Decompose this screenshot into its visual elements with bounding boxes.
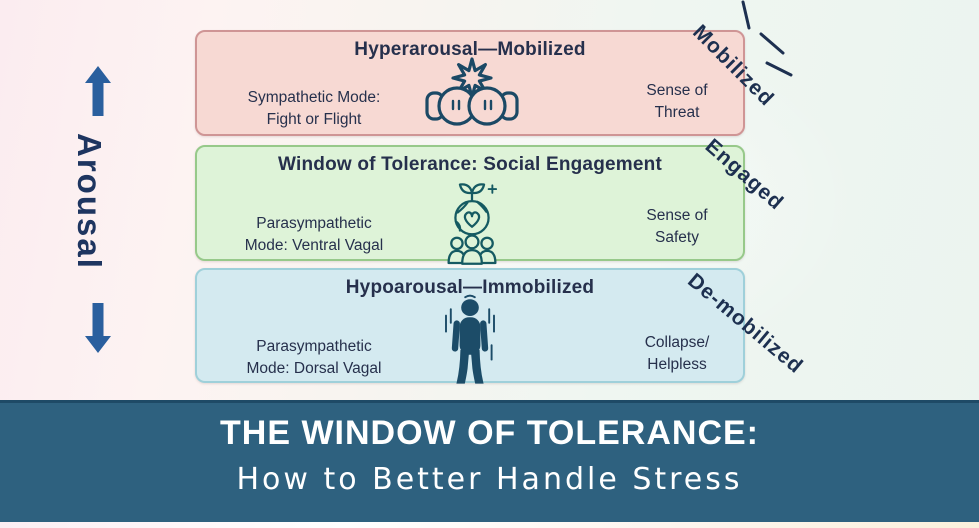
hypoarousal-mode-text: Parasympathetic Mode: Dorsal Vagal xyxy=(205,336,423,380)
sense-line: Sense of xyxy=(646,82,708,99)
hyperarousal-title: Hyperarousal—Mobilized xyxy=(354,39,586,60)
hypoarousal-zone-box: Hypoarousal—Immobilized Parasympathetic … xyxy=(195,268,745,384)
hypoarousal-sense-text: Collapse/ Helpless xyxy=(609,332,745,376)
sense-line: Threat xyxy=(654,104,700,121)
slumped-person-icon xyxy=(445,294,495,384)
arousal-axis-label: Arousal xyxy=(71,133,108,270)
hyperarousal-mode-text: Sympathetic Mode: Fight or Flight xyxy=(205,87,423,131)
bottom-edge-strip xyxy=(0,522,979,528)
hyperarousal-sense-text: Sense of Threat xyxy=(609,80,745,124)
sense-line: Helpless xyxy=(647,356,707,373)
banner-title: THE WINDOW OF TOLERANCE: xyxy=(220,414,759,452)
mode-line: Parasympathetic xyxy=(256,338,372,355)
window-of-tolerance-zone-box: Window of Tolerance: Social Engagement P… xyxy=(195,145,745,265)
sense-line: Collapse/ xyxy=(644,334,710,351)
mode-line: Fight or Flight xyxy=(266,111,362,128)
banner-subtitle: How to Better Handle Stress xyxy=(236,462,743,497)
arousal-decrease-arrow-icon xyxy=(85,303,111,353)
boxing-gloves-icon xyxy=(425,57,519,126)
mode-line: Mode: Ventral Vagal xyxy=(244,237,384,254)
window-sense-text: Sense of Safety xyxy=(609,205,745,249)
mode-line: Sympathetic Mode: xyxy=(247,89,381,106)
title-banner: THE WINDOW OF TOLERANCE: How to Better H… xyxy=(0,400,979,522)
community-globe-heart-icon xyxy=(447,183,498,265)
emphasis-burst-lines-icon xyxy=(741,0,793,77)
hypoarousal-title: Hypoarousal—Immobilized xyxy=(345,277,595,298)
arousal-increase-arrow-icon xyxy=(85,66,111,116)
hyperarousal-zone-box: Hyperarousal—Mobilized Sympathetic Mode:… xyxy=(195,30,745,136)
sense-line: Safety xyxy=(655,229,699,246)
sense-line: Sense of xyxy=(646,207,708,224)
window-of-tolerance-title: Window of Tolerance: Social Engagement xyxy=(278,154,662,175)
window-mode-text: Parasympathetic Mode: Ventral Vagal xyxy=(205,213,423,257)
mode-line: Parasympathetic xyxy=(256,215,372,232)
mode-line: Mode: Dorsal Vagal xyxy=(246,360,382,377)
